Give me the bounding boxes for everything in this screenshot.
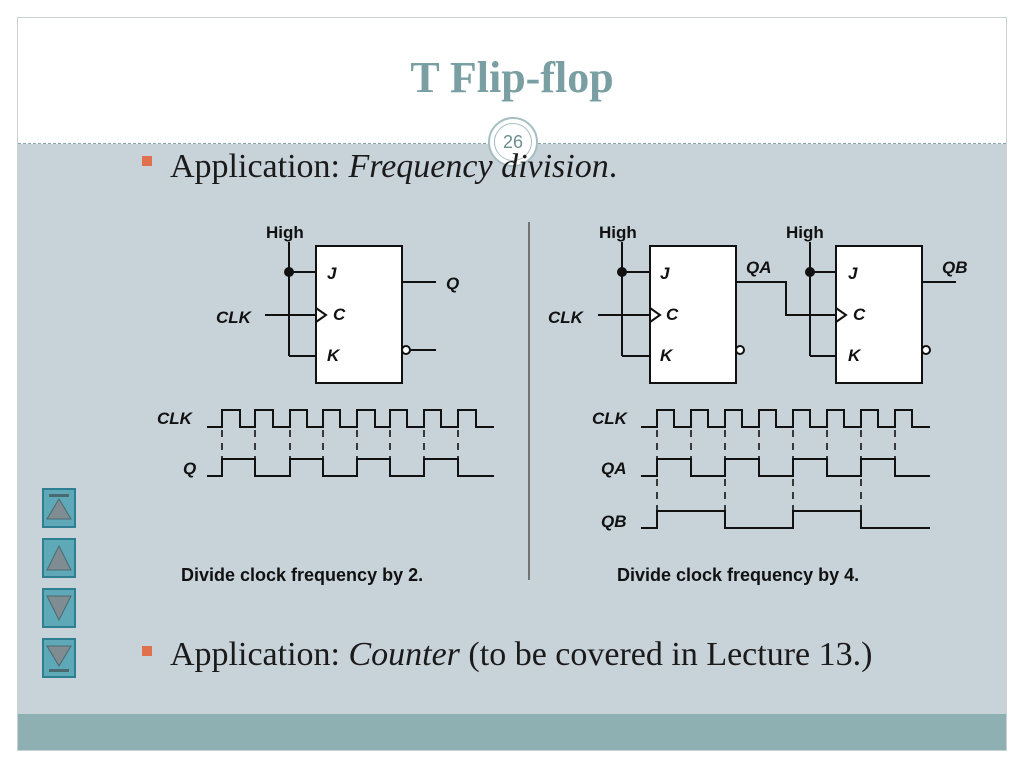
bullet-suffix: (to be covered in Lecture 13.) <box>459 636 873 673</box>
cb-pin-label: C <box>853 305 866 324</box>
high-label: High <box>599 223 637 242</box>
q-output-label: Q <box>446 274 459 293</box>
next-slide-icon <box>46 595 72 622</box>
kb-pin-label: K <box>848 346 862 365</box>
wave-clk-label: CLK <box>592 409 629 428</box>
bullet-counter: Application: Counter (to be covered in L… <box>170 636 872 674</box>
qa-to-cb-wire <box>736 281 836 316</box>
c-pin-label: C <box>333 305 346 324</box>
j-pin-label: J <box>327 264 337 283</box>
footer-bar <box>18 714 1006 750</box>
wave-qa-label: QA <box>601 459 627 478</box>
next-slide-button[interactable] <box>42 588 76 628</box>
inversion-bubble <box>401 345 411 355</box>
clk-label: CLK <box>548 308 585 327</box>
last-slide-button[interactable] <box>42 638 76 678</box>
junction-dot <box>617 267 627 277</box>
previous-slide-icon <box>46 544 72 571</box>
qa-waveform <box>641 458 930 477</box>
last-slide-icon <box>46 645 72 672</box>
junction-dot <box>805 267 815 277</box>
page-number: 26 <box>494 123 532 161</box>
qb-waveform <box>641 510 930 529</box>
bullet-marker <box>142 646 152 656</box>
high-label: High <box>786 223 824 242</box>
flipflop-a-box <box>649 245 737 384</box>
wave-clk-label: CLK <box>157 409 194 428</box>
bullet-prefix: Application: <box>170 148 349 185</box>
ja-pin-label: J <box>660 264 670 283</box>
wave-q-label: Q <box>183 459 196 478</box>
ka-pin-label: K <box>660 346 674 365</box>
clock-edge-icon <box>649 307 662 323</box>
ca-pin-label: C <box>666 305 679 324</box>
t-flipflop-box <box>315 245 403 384</box>
clk-waveform <box>207 409 494 428</box>
bullet-frequency-division: Application: Frequency division. <box>170 148 617 186</box>
clk-waveform <box>641 409 930 428</box>
first-slide-icon <box>46 494 72 520</box>
bullet-emphasis: Frequency division <box>348 148 609 185</box>
qb-output-label: QB <box>942 258 968 277</box>
bullet-emphasis: Counter <box>348 636 460 673</box>
q-waveform <box>207 458 494 477</box>
clock-edge-icon <box>835 307 848 323</box>
first-slide-button[interactable] <box>42 488 76 528</box>
qa-output-label: QA <box>746 258 772 277</box>
high-label: High <box>266 223 304 242</box>
previous-slide-button[interactable] <box>42 538 76 578</box>
wave-qb-label: QB <box>601 512 627 531</box>
junction-dot <box>284 267 294 277</box>
bullet-suffix: . <box>608 148 618 185</box>
inversion-bubble <box>921 345 931 355</box>
slide-title: T Flip-flop <box>410 53 614 102</box>
inversion-bubble <box>735 345 745 355</box>
clk-label: CLK <box>216 308 253 327</box>
bullet-marker <box>142 156 152 166</box>
left-caption: Divide clock frequency by 2. <box>181 565 423 585</box>
content-area <box>18 144 1006 714</box>
jb-pin-label: J <box>848 264 858 283</box>
right-caption: Divide clock frequency by 4. <box>617 565 859 585</box>
clock-edge-icon <box>315 307 328 323</box>
slide-frame <box>17 17 1007 751</box>
flipflop-b-box <box>835 245 923 384</box>
k-pin-label: K <box>327 346 341 365</box>
bullet-prefix: Application: <box>170 636 349 673</box>
page-number-badge: 26 <box>488 117 538 167</box>
